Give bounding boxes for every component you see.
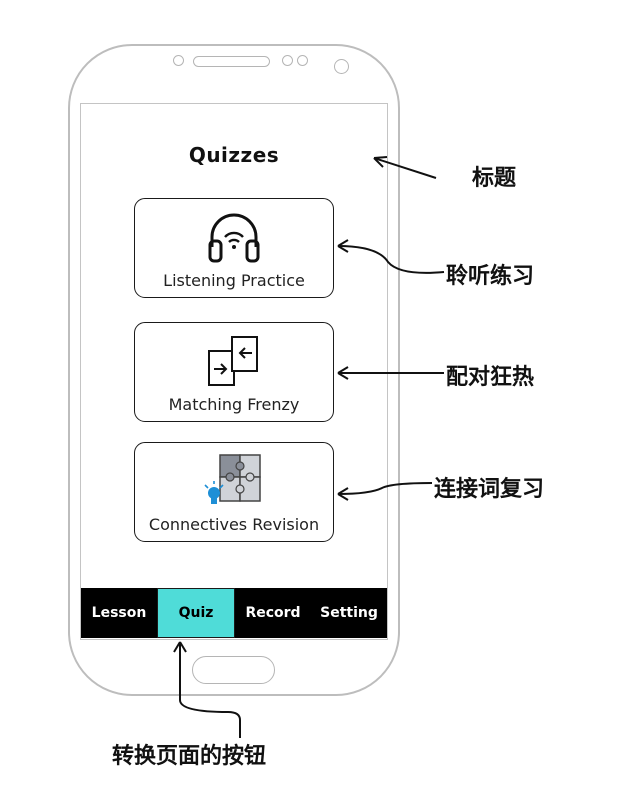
annotation-tab-button: 转换页面的按钮 [112,744,267,769]
front-camera [334,59,349,74]
listening-practice-card[interactable]: Listening Practice [134,198,334,298]
tab-quiz[interactable]: Quiz [157,588,235,638]
tab-lesson[interactable]: Lesson [91,605,147,621]
puzzle-lightbulb-icon [204,454,261,504]
sensor-dot [282,55,293,66]
annotation-title: 标题 [472,166,517,191]
matching-frenzy-card[interactable]: Matching Frenzy [134,322,334,422]
annotation-connectives: 连接词复习 [434,477,545,502]
home-button[interactable] [192,656,275,684]
speaker-slot [193,56,270,67]
page-title: Quizzes [188,143,280,167]
tab-setting[interactable]: Setting [320,605,378,621]
card-label: Listening Practice [163,271,305,290]
tab-record[interactable]: Record [245,605,301,621]
bottom-tab-bar: Lesson Quiz Record Setting [81,588,387,638]
annotation-listening: 聆听练习 [446,264,535,289]
card-label: Connectives Revision [148,515,320,534]
sensor-dot [297,55,308,66]
headphones-icon [208,213,260,263]
swap-cards-icon [208,336,258,386]
annotation-matching: 配对狂热 [446,365,535,390]
card-label: Matching Frenzy [168,395,300,414]
sensor-dot [173,55,184,66]
connectives-revision-card[interactable]: Connectives Revision [134,442,334,542]
